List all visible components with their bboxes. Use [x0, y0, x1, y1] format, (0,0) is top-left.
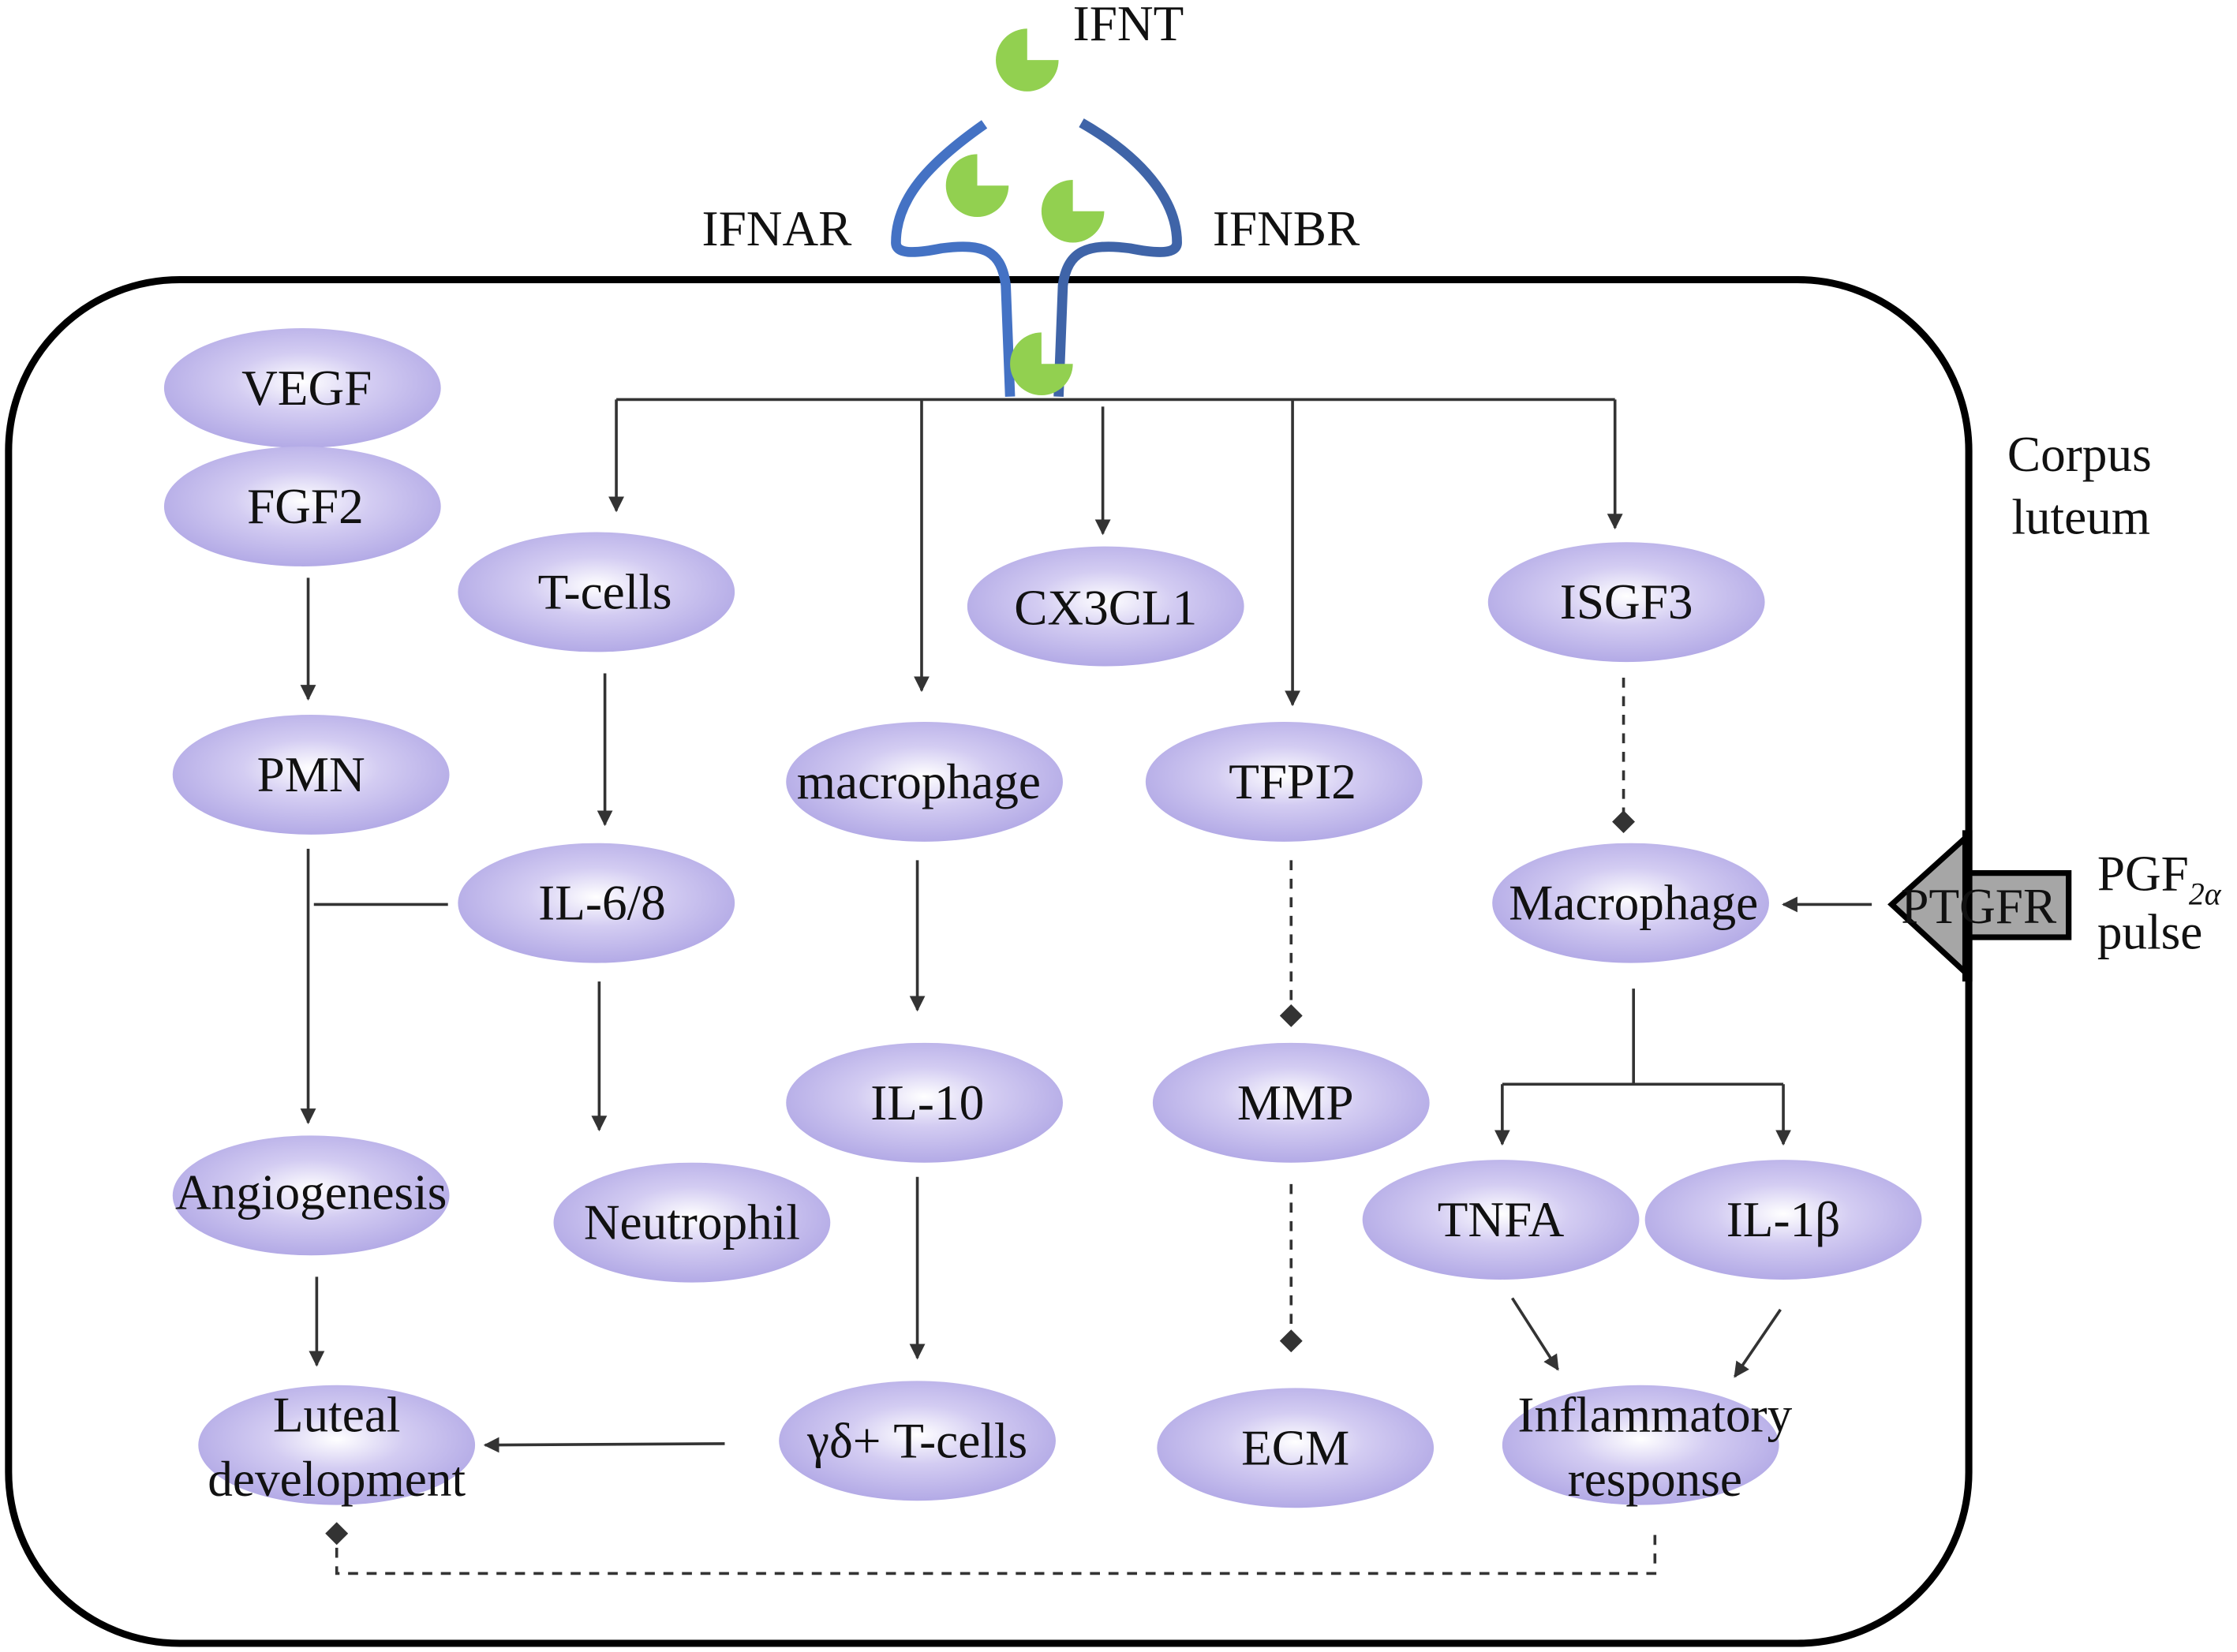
svg-text:IL-10: IL-10 [870, 1075, 984, 1131]
svg-text:ECM: ECM [1241, 1420, 1349, 1475]
pulse-label: pulse [2097, 904, 2203, 959]
svg-text:Angiogenesis: Angiogenesis [175, 1165, 447, 1220]
svg-text:T-cells: T-cells [538, 564, 672, 619]
node-mmp: MMP [1152, 1042, 1430, 1163]
node-neutrophil: Neutrophil [553, 1162, 831, 1283]
svg-text:IL-1β: IL-1β [1726, 1192, 1841, 1247]
svg-text:ISGF3: ISGF3 [1560, 574, 1693, 630]
svg-text:FGF2: FGF2 [247, 479, 364, 534]
node-il-6-8: IL-6/8 [458, 843, 735, 963]
ifnar-label: IFNAR [702, 201, 853, 256]
ifnbr-receptor [1053, 118, 1182, 398]
node-cx3cl1: CX3CL1 [967, 546, 1244, 667]
node-tnfa: TNFA [1362, 1160, 1640, 1280]
svg-text:development: development [208, 1452, 466, 1507]
node-fgf2: FGF2 [163, 447, 441, 566]
ifnt-ligand-icon [945, 154, 1009, 217]
node-pmn: PMN [172, 714, 450, 835]
node-il-1b: IL-1β [1644, 1160, 1922, 1280]
svg-text:Macrophage: Macrophage [1509, 876, 1758, 931]
ifnt-ligand-icon [1010, 332, 1073, 395]
node-gamma-delta-t-cells: γδ+ T-cells [779, 1381, 1056, 1501]
ifnt-ligand-icon [996, 28, 1059, 92]
svg-text:Luteal: Luteal [273, 1388, 401, 1443]
node-macrophage: Macrophage [1492, 843, 1769, 963]
node-macrophage-lower: macrophage [786, 722, 1063, 842]
svg-text:CX3CL1: CX3CL1 [1014, 580, 1197, 635]
node-il-10: IL-10 [786, 1042, 1063, 1163]
pgf2a-label: PGF2α [2097, 846, 2222, 911]
svg-text:IL-6/8: IL-6/8 [538, 876, 666, 931]
corpus-label: Corpus [2007, 427, 2152, 482]
node-ecm: ECM [1157, 1388, 1435, 1508]
node-vegf: VEGF [163, 327, 441, 448]
node-t-cells: T-cells [458, 532, 735, 652]
svg-text:MMP: MMP [1237, 1075, 1354, 1131]
ptgfr-label: PTGFR [1901, 879, 2057, 934]
svg-text:TFPI2: TFPI2 [1229, 754, 1356, 809]
svg-text:macrophage: macrophage [797, 754, 1041, 809]
edges [300, 398, 1872, 1575]
svg-text:PMN: PMN [257, 747, 365, 802]
luteum-label: luteum [2011, 489, 2150, 544]
svg-text:TNFA: TNFA [1438, 1192, 1565, 1247]
node-inflammatory-response: Inflammatory response [1502, 1385, 1793, 1507]
svg-text:γδ+ T-cells: γδ+ T-cells [806, 1413, 1027, 1468]
node-angiogenesis: Angiogenesis [172, 1135, 450, 1256]
svg-text:response: response [1568, 1452, 1742, 1507]
node-isgf3: ISGF3 [1487, 542, 1765, 663]
ifnt-ligands [945, 28, 1105, 395]
ifnbr-label: IFNBR [1213, 201, 1360, 256]
ifnar-receptor [891, 120, 1016, 398]
node-tfpi2: TFPI2 [1145, 722, 1423, 842]
node-luteal-development: Luteal development [198, 1385, 476, 1507]
svg-text:Inflammatory: Inflammatory [1517, 1388, 1792, 1443]
ifnt-ligand-icon [1041, 179, 1105, 243]
ifnt-label: IFNT [1073, 0, 1184, 51]
svg-text:Neutrophil: Neutrophil [584, 1195, 800, 1250]
svg-text:VEGF: VEGF [241, 361, 372, 416]
